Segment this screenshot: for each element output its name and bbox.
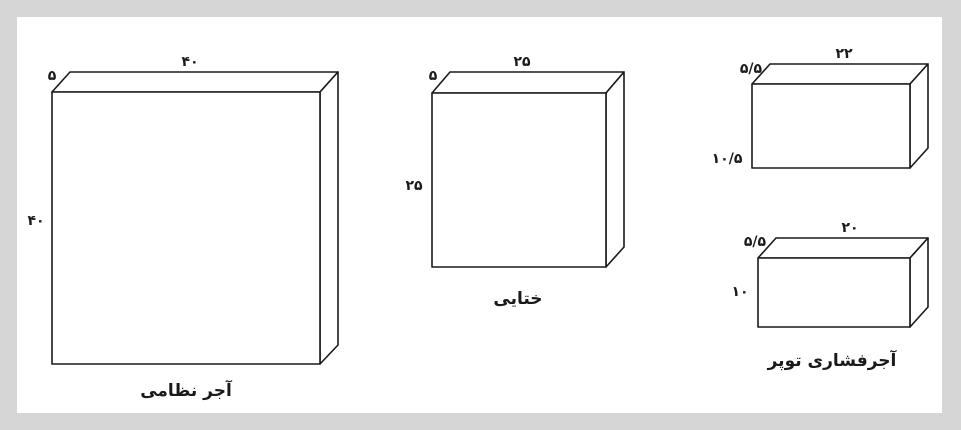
brick-pressed-top-top-face <box>751 63 929 85</box>
brick-system-top-dim: ۴۰ <box>181 54 198 70</box>
brick-pressed-top-side-dim: ۱۰/۵ <box>712 151 743 167</box>
brick-system-front-face <box>51 91 321 365</box>
brick-pressed-bottom-front-face <box>757 257 911 328</box>
brick-khatai-top-face <box>431 71 625 94</box>
brick-pressed-bottom: ۲۰ ۵/۵ ۱۰ آجرفشاری توپر <box>731 220 929 371</box>
brick-pressed-bottom-side-dim: ۱۰ <box>731 284 748 300</box>
brick-system-side-dim: ۴۰ <box>27 213 44 229</box>
brick-khatai: ۲۵ ۵ ۲۵ ختایی <box>405 54 625 309</box>
brick-pressed-caption: آجرفشاری توپر <box>767 349 898 371</box>
brick-pressed-bottom-top-face <box>757 237 929 259</box>
brick-pressed-top-top-dim: ۲۲ <box>835 46 853 62</box>
brick-system-depth-dim: ۵ <box>48 68 57 84</box>
brick-pressed-bottom-depth-dim: ۵/۵ <box>744 234 767 250</box>
brick-khatai-caption: ختایی <box>493 289 542 309</box>
brick-system-side-face <box>319 71 339 365</box>
brick-pressed-top-depth-dim: ۵/۵ <box>740 61 763 77</box>
brick-pressed-top-front-face <box>751 83 911 169</box>
brick-pressed-bottom-top-dim: ۲۰ <box>841 220 858 236</box>
brick-khatai-depth-dim: ۵ <box>429 68 438 84</box>
brick-system-caption: آجر نظامی <box>140 379 233 401</box>
brick-pressed-top: ۲۲ ۵/۵ ۱۰/۵ <box>712 46 929 169</box>
brick-system-top-face <box>51 71 339 93</box>
brick-system: ۴۰ ۵ ۴۰ آجر نظامی <box>27 54 339 401</box>
brick-khatai-front-face <box>431 92 607 268</box>
brick-khatai-side-dim: ۲۵ <box>405 178 423 194</box>
brick-khatai-side-face <box>605 71 625 268</box>
brick-khatai-top-dim: ۲۵ <box>513 54 531 70</box>
